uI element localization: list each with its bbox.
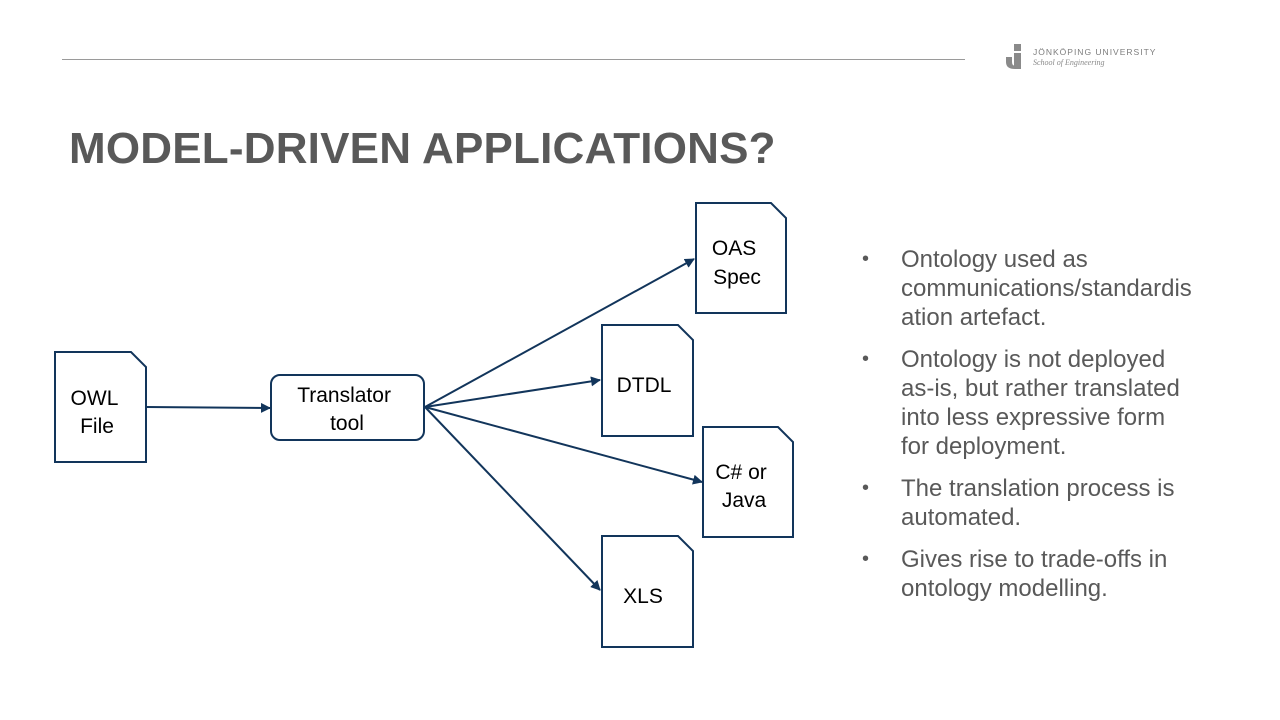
oas-spec-node <box>695 202 787 314</box>
bullet-item: • Gives rise to trade-offs in ontology m… <box>862 545 1232 603</box>
bullet-dot-icon: • <box>862 477 870 499</box>
university-logo: JÖNKÖPING UNIVERSITY School of Engineeri… <box>1006 44 1166 72</box>
svg-text:OAS Spec: OAS Spec <box>712 237 762 289</box>
csharp-java-node <box>702 426 794 538</box>
csharp-java-label-line2: Java <box>722 489 767 512</box>
header-divider <box>62 59 965 60</box>
bullet-item: • Ontology used as communications/standa… <box>862 245 1232 332</box>
edge-translator-to-xls <box>424 406 601 591</box>
bullet-dot-icon: • <box>862 348 870 370</box>
svg-text:Translator tool: Translator tool <box>297 384 397 435</box>
bullet-line: ontology modelling. <box>901 575 1108 602</box>
bullet-line: Gives rise to trade-offs in <box>901 546 1168 573</box>
university-logo-icon <box>1006 44 1021 69</box>
oas-spec-label-line2: Spec <box>713 266 761 289</box>
bullet-line: automated. <box>901 504 1022 531</box>
translator-node <box>270 374 425 441</box>
svg-text:XLS: XLS <box>623 585 663 608</box>
dtdl-node <box>601 324 694 437</box>
bullet-line: Ontology is not deployed <box>901 346 1166 373</box>
bullet-item: • Ontology is not deployed as-is, but ra… <box>862 345 1232 461</box>
edge-translator-to-dtdl <box>424 376 601 408</box>
svg-text:OWL File: OWL File <box>71 387 124 438</box>
svg-text:DTDL: DTDL <box>617 374 672 397</box>
edge-owl-to-translator <box>145 402 271 413</box>
bullet-dot-icon: • <box>862 248 870 270</box>
bullet-line: communications/standardis <box>901 275 1192 302</box>
bullet-dot-icon: • <box>862 548 870 570</box>
bullet-item: • The translation process is automated. <box>862 474 1232 532</box>
bullet-line: as-is, but rather translated <box>901 375 1180 402</box>
dtdl-label: DTDL <box>617 374 672 397</box>
owl-file-node <box>54 351 147 463</box>
bullet-line: Ontology used as <box>901 246 1088 273</box>
translator-label-line1: Translator <box>297 384 391 407</box>
owl-file-label-line1: OWL <box>71 387 118 410</box>
bullet-line: ation artefact. <box>901 304 1047 331</box>
translator-label-line2: tool <box>330 412 364 435</box>
slide-title: MODEL-DRIVEN APPLICATIONS? <box>69 124 776 173</box>
oas-spec-label-line1: OAS <box>712 237 756 260</box>
csharp-java-label-line1: C# or <box>715 461 766 484</box>
edge-translator-to-oas <box>424 258 695 408</box>
xls-node <box>601 535 694 648</box>
svg-text:C# or Java: C# or Java <box>715 461 772 512</box>
bullet-list: • Ontology used as communications/standa… <box>862 245 1232 616</box>
school-name: School of Engineering <box>1033 58 1105 67</box>
edge-translator-to-csharp <box>424 406 703 485</box>
xls-label: XLS <box>623 585 663 608</box>
owl-file-label-line2: File <box>80 415 114 438</box>
bullet-line: The translation process is <box>901 475 1175 502</box>
university-name: JÖNKÖPING UNIVERSITY <box>1033 47 1157 57</box>
bullet-line: into less expressive form <box>901 404 1166 431</box>
bullet-line: for deployment. <box>901 433 1067 460</box>
translation-diagram: OWL File Translator tool OAS Spec DTDL C… <box>54 202 794 648</box>
